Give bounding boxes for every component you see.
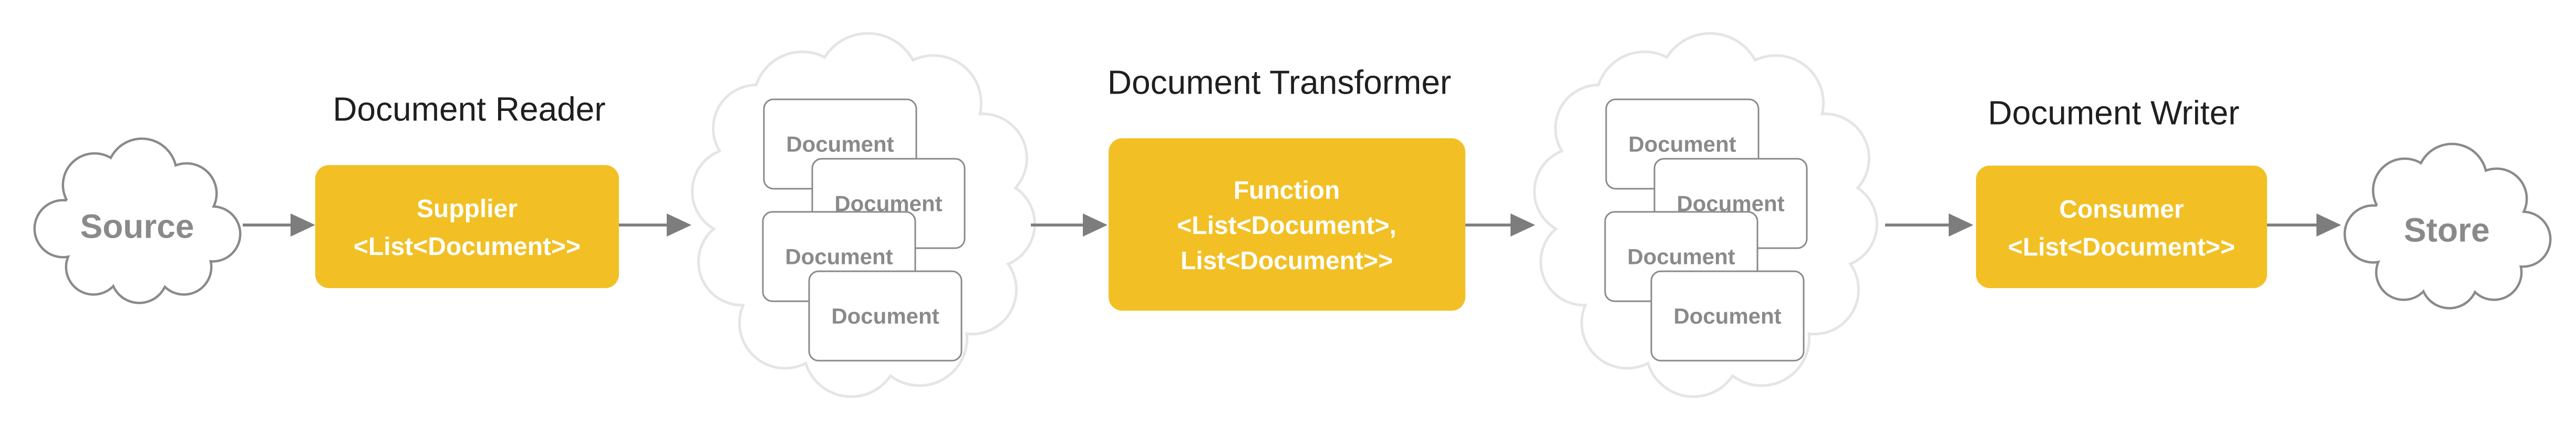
document-reader-title: Document Reader xyxy=(333,90,605,128)
arrow-writer-to-store xyxy=(2267,213,2341,237)
document-card-label: Document xyxy=(1673,304,1781,329)
document-cloud-1: Document Document Document Document xyxy=(694,35,1033,395)
document-reader-stage: Document Reader Supplier <List<Document>… xyxy=(315,90,619,288)
supplier-box-line2: <List<Document>> xyxy=(354,233,581,261)
consumer-box-line2: <List<Document>> xyxy=(2008,233,2235,261)
document-card: Document xyxy=(808,270,963,362)
arrow-transformer-to-documents xyxy=(1465,213,1535,237)
arrow-documents-to-writer xyxy=(1885,213,1973,237)
store-cloud: Store xyxy=(2346,145,2549,307)
document-writer-stage: Document Writer Consumer <List<Document>… xyxy=(1976,94,2267,288)
arrow-head-icon xyxy=(2316,213,2341,237)
document-transformer-stage: Document Transformer Function <List<Docu… xyxy=(1108,63,1465,311)
function-box xyxy=(1109,138,1465,311)
arrow-head-icon xyxy=(667,213,691,237)
document-writer-title: Document Writer xyxy=(1988,94,2240,131)
arrow-source-to-reader xyxy=(243,213,315,237)
consumer-box xyxy=(1976,166,2267,288)
consumer-box-line1: Consumer xyxy=(2059,196,2184,223)
function-box-line3: List<Document>> xyxy=(1181,247,1393,275)
document-card-label: Document xyxy=(1627,244,1735,269)
arrow-reader-to-documents xyxy=(619,213,691,237)
document-card-label: Document xyxy=(785,244,893,269)
arrow-documents-to-transformer xyxy=(1031,213,1108,237)
supplier-box-line1: Supplier xyxy=(417,195,518,223)
arrow-head-icon xyxy=(1083,213,1108,237)
store-cloud-label: Store xyxy=(2404,211,2490,249)
document-card-label: Document xyxy=(1628,132,1736,157)
document-card-box xyxy=(808,270,963,362)
function-box-line2: <List<Document>, xyxy=(1177,212,1396,240)
document-card-label: Document xyxy=(831,304,939,329)
document-card: Document xyxy=(1650,270,1805,362)
document-card-label: Document xyxy=(786,132,894,157)
arrow-head-icon xyxy=(291,213,315,237)
document-cloud-2: Document Document Document Document xyxy=(1536,35,1876,395)
document-card-box xyxy=(1650,270,1805,362)
supplier-box xyxy=(315,165,619,288)
function-box-line1: Function xyxy=(1234,177,1340,205)
document-transformer-title: Document Transformer xyxy=(1108,63,1451,101)
source-cloud-label: Source xyxy=(80,207,194,245)
arrow-head-icon xyxy=(1511,213,1535,237)
source-cloud: Source xyxy=(36,140,239,302)
arrow-head-icon xyxy=(1949,213,1973,237)
